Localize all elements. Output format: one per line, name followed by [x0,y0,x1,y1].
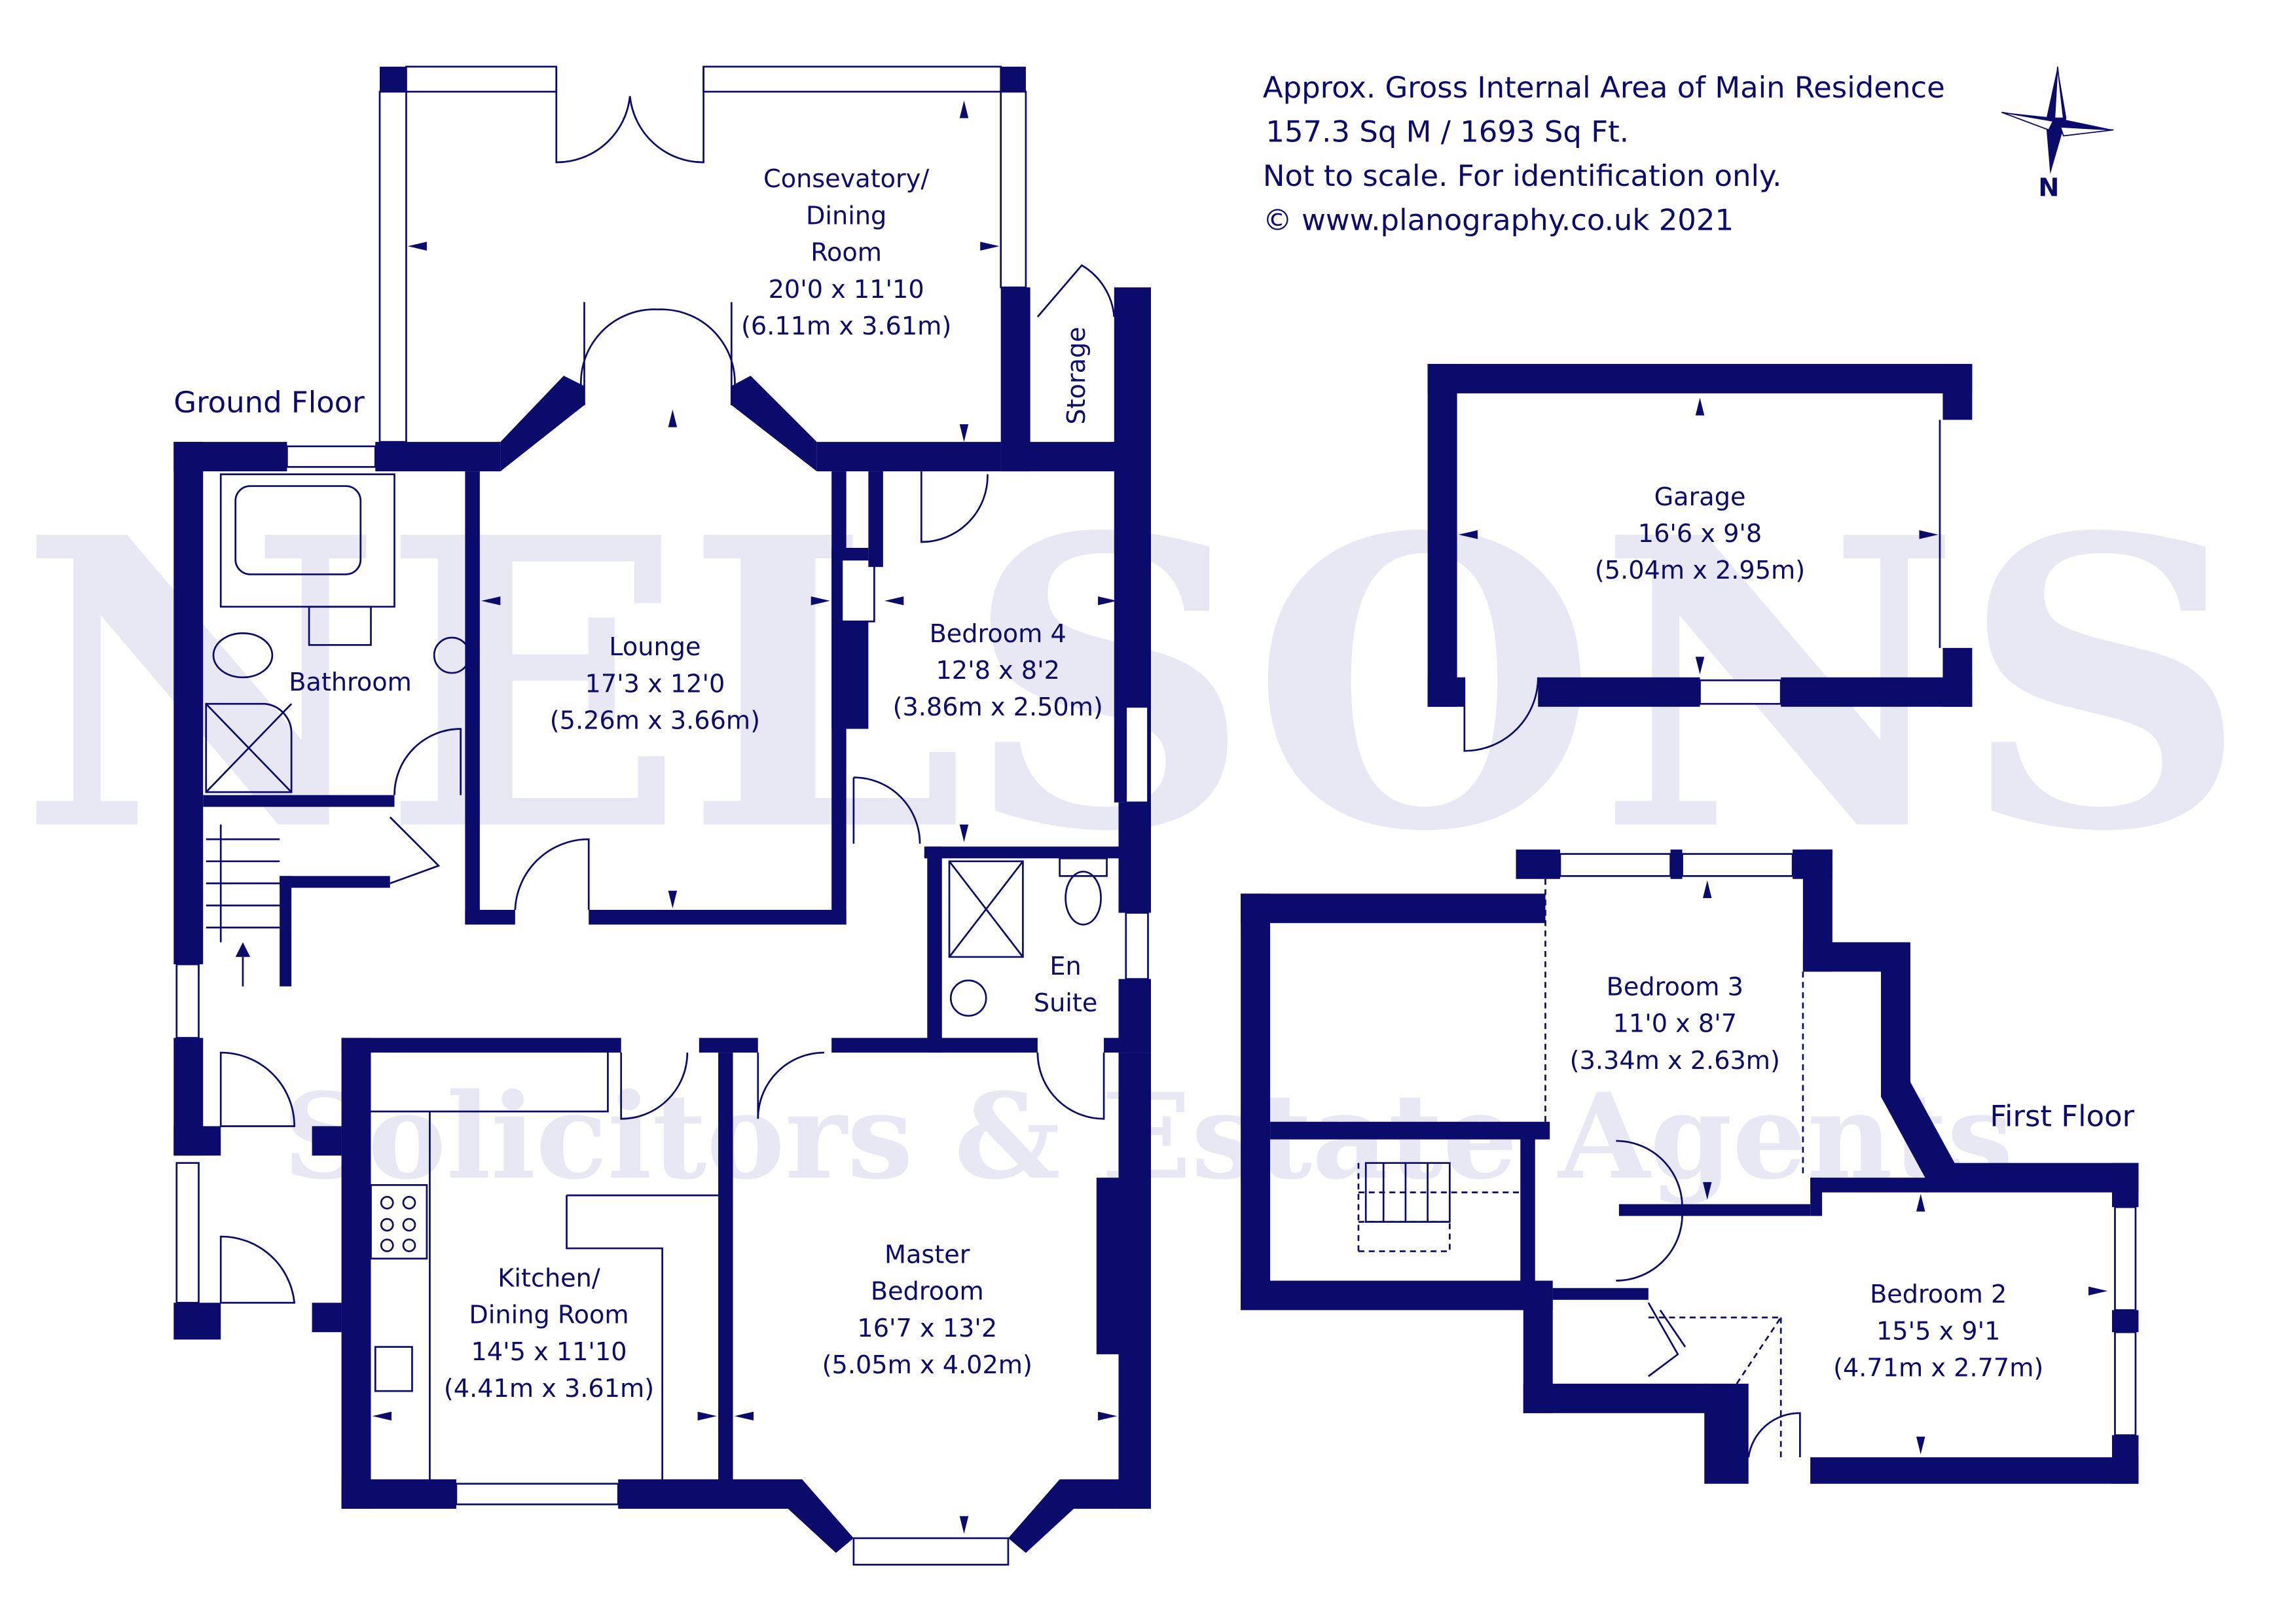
lounge-name: Lounge [609,633,701,662]
bedroom3-metric: (3.34m x 2.63m) [1570,1047,1780,1075]
master-imperial: 16'7 x 13'2 [857,1314,997,1343]
room-bedroom-3: Bedroom 3 11'0 x 8'7 (3.34m x 2.63m) [1570,973,1780,1075]
bedroom2-metric: (4.71m x 2.77m) [1833,1354,2043,1383]
storage-name: Storage [1063,327,1091,424]
kitchen-metric: (4.41m x 3.61m) [444,1375,654,1403]
garage-imperial: 16'6 x 9'8 [1638,520,1762,549]
ground-fixtures [205,66,1116,1480]
kitchen-name: Kitchen/ [498,1265,600,1293]
first-floor-label: First Floor [1990,1098,2134,1133]
area-info: Approx. Gross Internal Area of Main Resi… [1263,70,1945,237]
room-conservatory: Consevatory/ Dining Room 20'0 x 11'10 (6… [741,165,951,341]
conservatory-name: Consevatory/ [763,165,929,194]
ensuite-name: En [1049,952,1081,981]
lounge-metric: (5.26m x 3.66m) [550,706,760,735]
room-bedroom-2: Bedroom 2 15'5 x 9'1 (4.71m x 2.77m) [1833,1280,2043,1382]
bedroom4-name: Bedroom 4 [930,620,1066,649]
master-name: Master [884,1241,970,1270]
compass-icon: N [2001,66,2114,203]
bedroom2-imperial: 15'5 x 9'1 [1876,1317,2000,1346]
master-metric: (5.05m x 4.02m) [822,1351,1032,1380]
dimension-arrows [372,100,2108,1534]
garage-metric: (5.04m x 2.95m) [1595,556,1805,585]
info-line-2: 157.3 Sq M / 1693 Sq Ft. [1266,115,1629,149]
kitchen-name-2: Dining Room [469,1301,629,1330]
ground-floor-walls [173,65,1151,1566]
room-kitchen: Kitchen/ Dining Room 14'5 x 11'10 (4.41m… [444,1265,654,1404]
master-name-2: Bedroom [871,1278,984,1307]
lounge-imperial: 17'3 x 12'0 [585,670,725,698]
kitchen-imperial: 14'5 x 11'10 [471,1338,627,1367]
compass-north-label: N [2038,174,2059,203]
room-lounge: Lounge 17'3 x 12'0 (5.26m x 3.66m) [550,633,760,735]
bedroom3-imperial: 11'0 x 8'7 [1613,1010,1737,1039]
conservatory-metric: (6.11m x 3.61m) [741,312,951,341]
ground-floor-label: Ground Floor [173,385,365,420]
ensuite-name-2: Suite [1034,989,1098,1018]
bedroom4-imperial: 12'8 x 8'2 [936,657,1059,685]
bedroom4-metric: (3.86m x 2.50m) [893,693,1103,722]
room-bedroom-4: Bedroom 4 12'8 x 8'2 (3.86m x 2.50m) [893,620,1103,722]
info-line-3: Not to scale. For identification only. [1263,158,1782,193]
info-line-1: Approx. Gross Internal Area of Main Resi… [1263,70,1945,105]
first-floor-walls [1241,849,2139,1484]
room-master-bedroom: Master Bedroom 16'7 x 13'2 (5.05m x 4.02… [822,1241,1032,1380]
info-line-4: © www.planography.co.uk 2021 [1263,202,1734,237]
garage-walls [1427,363,1973,752]
conservatory-name-2: Dining [806,202,886,230]
bedroom2-name: Bedroom 2 [1870,1280,2007,1309]
garage-name: Garage [1654,483,1746,512]
bathroom-name: Bathroom [289,668,412,697]
bedroom3-name: Bedroom 3 [1607,973,1743,1001]
conservatory-imperial: 20'0 x 11'10 [769,276,924,304]
conservatory-name-3: Room [811,239,882,268]
room-garage: Garage 16'6 x 9'8 (5.04m x 2.95m) [1595,483,1805,585]
